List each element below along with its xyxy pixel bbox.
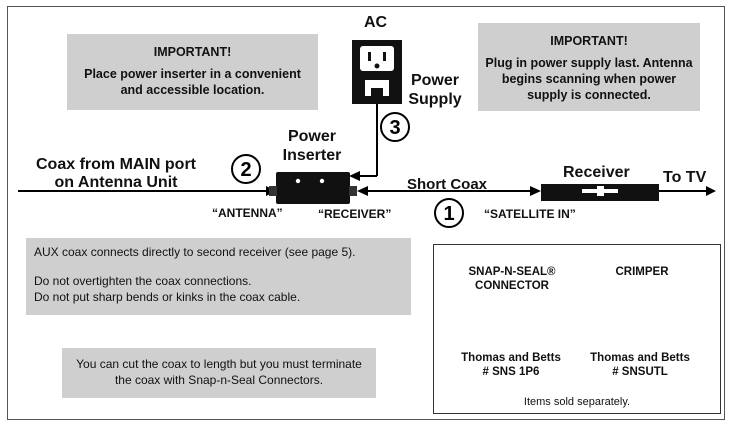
power-inserter-label: Power Inserter: [282, 128, 342, 164]
crimper-title: CRIMPER: [615, 266, 669, 278]
receiver-label: Receiver: [563, 164, 630, 181]
bends-note: Do not put sharp bends or kinks in the c…: [34, 290, 301, 304]
note-right-text: Plug in power supply last. Antenna begin…: [485, 56, 693, 102]
snap-n-seal-title: SNAP-N-SEAL® CONNECTOR: [468, 266, 556, 292]
step-2-label: 2: [240, 159, 251, 181]
receiver-port-label: “RECEIVER”: [318, 207, 392, 221]
cut-coax-box: You can cut the coax to length but you m…: [62, 348, 376, 398]
cut-coax-note: You can cut the coax to length but you m…: [76, 357, 362, 387]
coax-info-box: AUX coax connects directly to second rec…: [26, 238, 411, 315]
diagram-frame: [7, 6, 725, 420]
step-3-circle: [380, 112, 410, 142]
power-inserter-body: [276, 172, 350, 204]
overtighten-note: Do not overtighten the coax connections.: [34, 274, 252, 288]
sold-separately-note: Items sold separately.: [523, 396, 631, 408]
antenna-port-label: “ANTENNA”: [212, 206, 283, 220]
crimper-vendor: Thomas and Betts: [590, 352, 690, 364]
tools-kit-box: SNAP-N-SEAL® CONNECTOR CRIMPER Thomas an…: [433, 244, 721, 414]
short-coax-label: Short Coax: [407, 176, 488, 193]
crimper-part: # SNSUTL: [612, 366, 668, 378]
step-2-circle: [231, 154, 261, 184]
note-left-heading: IMPORTANT!: [153, 45, 232, 59]
important-note-left: IMPORTANT! Place power inserter in a con…: [67, 34, 318, 110]
step-1-circle: [434, 198, 464, 228]
note-left-text: Place power inserter in a convenient and…: [84, 67, 301, 97]
to-tv-label: To TV: [663, 169, 707, 186]
note-right-heading: IMPORTANT!: [550, 34, 628, 48]
snap-vendor: Thomas and Betts: [461, 352, 561, 364]
power-supply-label: Power Supply: [408, 72, 462, 108]
important-note-right: IMPORTANT! Plug in power supply last. An…: [478, 23, 700, 111]
snap-part: # SNS 1P6: [482, 366, 540, 378]
step-1-label: 1: [443, 203, 454, 225]
coax-from-label: Coax from MAIN port on Antenna Unit: [36, 156, 196, 191]
step-3-label: 3: [389, 117, 400, 139]
aux-note: AUX coax connects directly to second rec…: [34, 245, 356, 259]
satellite-in-label: “SATELLITE IN”: [484, 207, 576, 221]
ac-label: AC: [364, 14, 388, 31]
